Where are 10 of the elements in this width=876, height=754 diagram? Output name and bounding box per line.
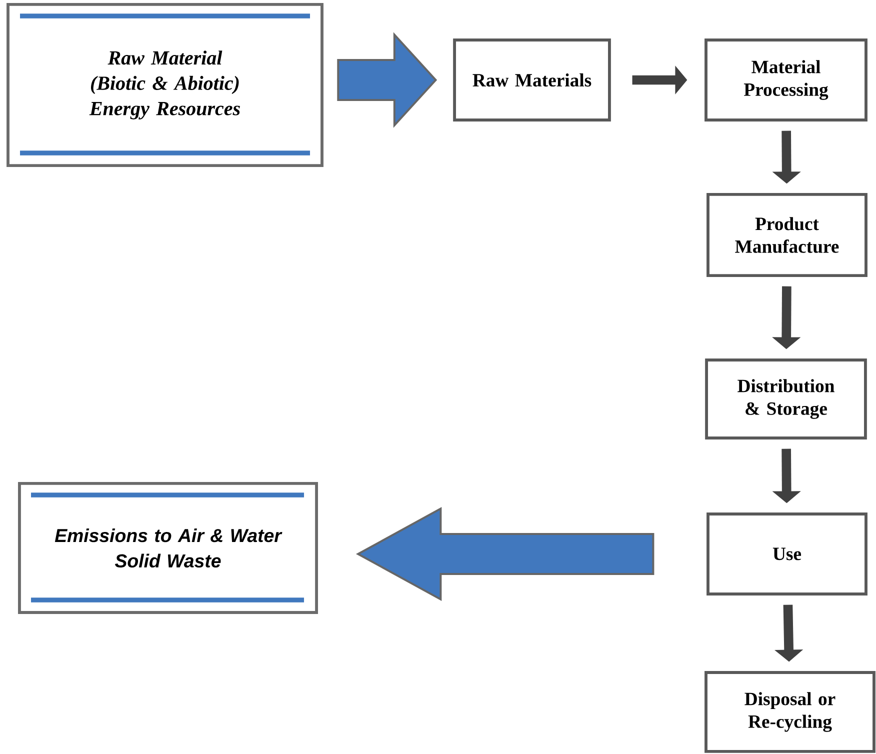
block-arrow	[356, 506, 654, 602]
process-box: Distribution & Storage	[705, 358, 867, 440]
text-box: Raw Material (Biotic & Abiotic) Energy Resources	[6, 3, 324, 167]
process-box: Material Processing	[704, 38, 868, 122]
block-arrow	[337, 32, 438, 128]
process-box: Raw Materials	[453, 38, 611, 122]
process-box: Use	[706, 512, 868, 596]
process-box: Product Manufacture	[706, 193, 868, 277]
process-box: Disposal or Re-cycling	[704, 671, 876, 753]
text-box: Emissions to Air & Water Solid Waste	[18, 482, 318, 614]
